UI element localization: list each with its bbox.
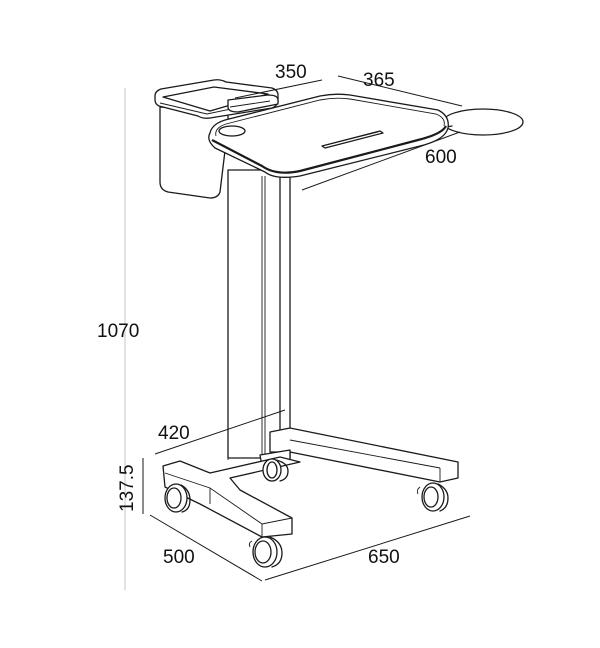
- dim-base-height: 137.5: [117, 464, 138, 512]
- castor-front-left: [164, 483, 191, 513]
- column: [227, 169, 291, 460]
- dim-line-365: [337, 75, 463, 107]
- dim-line-350: [234, 79, 323, 99]
- castor-wheels: [164, 458, 449, 568]
- dim-column-to-base: 420: [158, 423, 190, 444]
- tabletop: [208, 93, 449, 178]
- dim-bin-depth: 350: [275, 62, 307, 83]
- dimension-lines: [124, 75, 471, 590]
- dim-overall-height: 1070: [97, 321, 140, 342]
- dim-line-420: [154, 409, 286, 455]
- castor-front-center: [248, 536, 283, 568]
- dim-line-600: [301, 131, 461, 191]
- side-tray: [439, 108, 524, 136]
- cup-holder: [218, 125, 246, 137]
- dim-base-width: 500: [163, 547, 195, 568]
- castor-rear-center: [262, 458, 289, 482]
- dim-base-length: 650: [368, 547, 400, 568]
- dim-line-650: [264, 515, 471, 581]
- castor-rear-right: [416, 482, 449, 512]
- base-frame: [162, 427, 459, 538]
- dim-tabletop-width: 600: [425, 147, 457, 168]
- dim-tabletop-depth: 365: [363, 70, 395, 91]
- dim-line-500: [149, 514, 263, 582]
